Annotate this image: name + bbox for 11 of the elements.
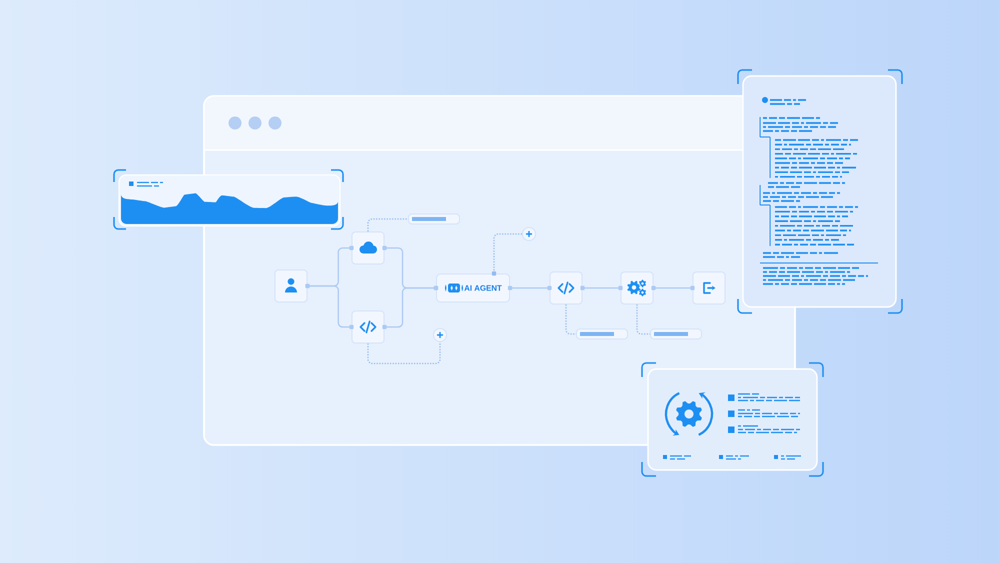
dotted-line	[367, 342, 441, 364]
icon-tile	[692, 272, 726, 304]
dotted-line	[492, 233, 522, 276]
connector-line	[580, 286, 623, 290]
connector-line	[508, 286, 552, 290]
icon-tile	[352, 310, 384, 344]
connector-line	[382, 286, 438, 330]
icon-tile	[550, 272, 582, 304]
connector-line	[651, 286, 695, 290]
icon-tile	[274, 270, 308, 302]
connector-line	[305, 284, 354, 330]
